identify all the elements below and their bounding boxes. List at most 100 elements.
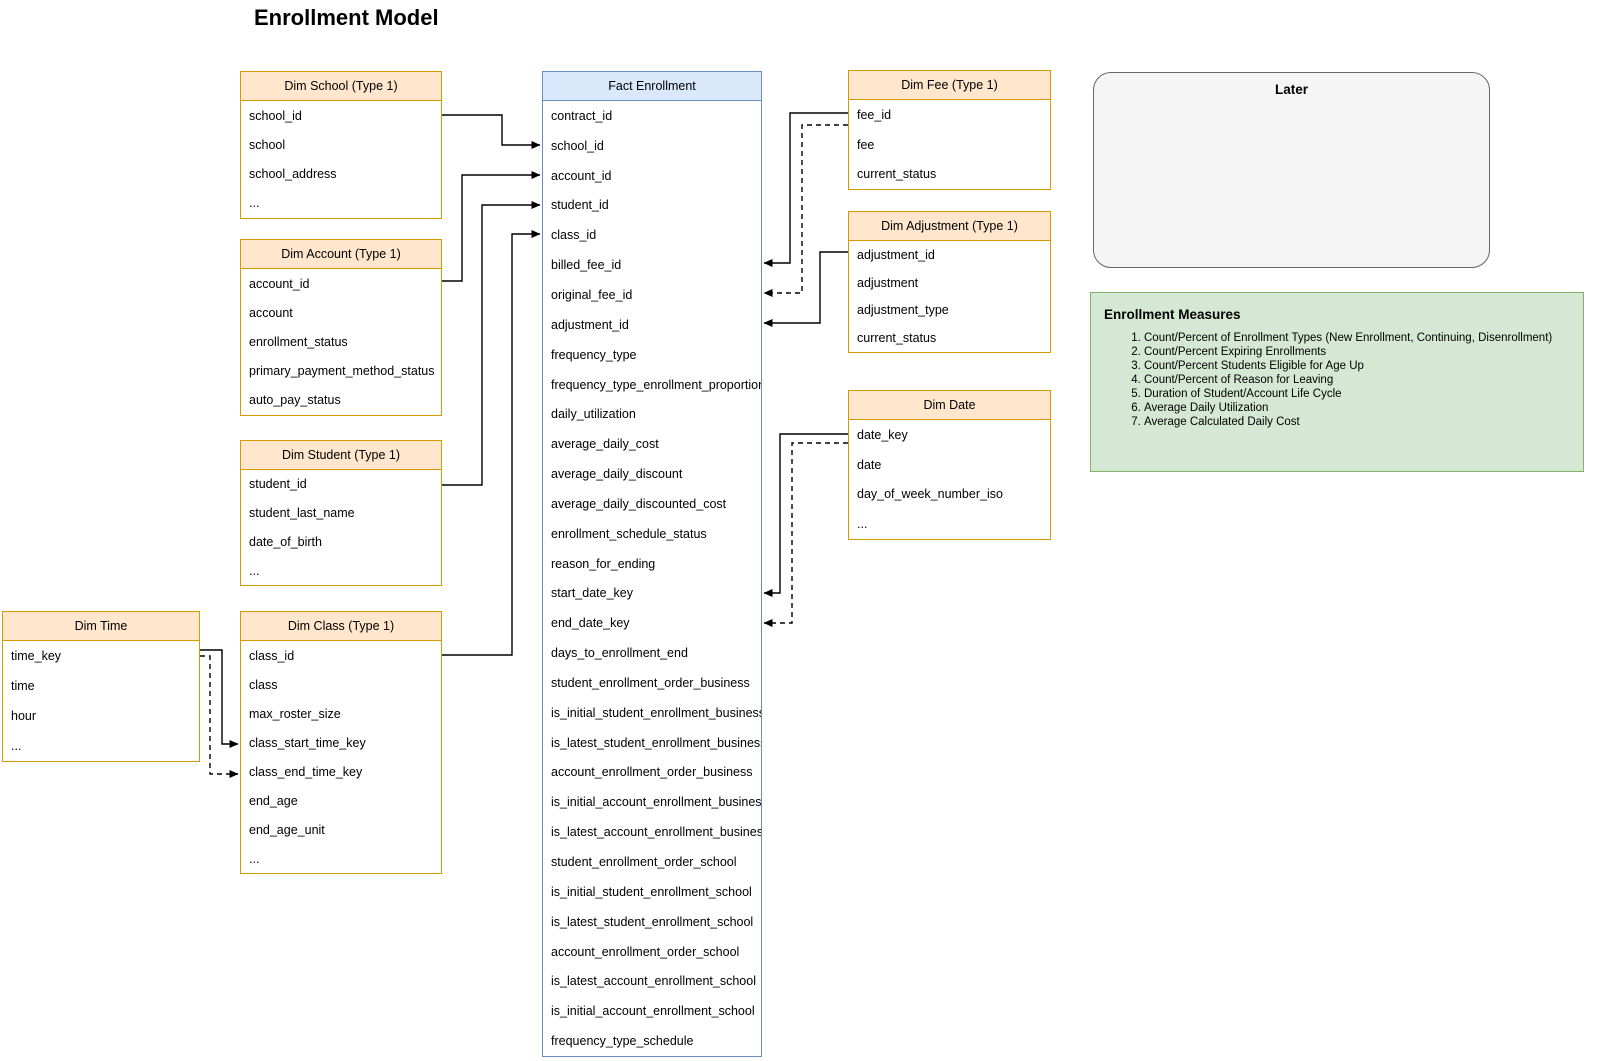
field-dim-student--: ... [249,563,260,578]
field-dim-account-account-id: account_id [249,276,310,291]
field-dim-date-date-key: date_key [857,427,908,442]
field-fact-enrollment-is-initial-account-enrollment-school: is_initial_account_enrollment_school [551,1004,755,1019]
field-fact-enrollment-is-latest-student-enrollment-business: is_latest_student_enrollment_business [551,735,761,750]
field-fact-enrollment-average-daily-cost: average_daily_cost [551,437,659,452]
field-dim-fee-fee: fee [857,137,875,152]
field-fact-enrollment-is-latest-account-enrollment-business: is_latest_account_enrollment_business [551,825,761,840]
connector-dim-student.student_id--fact-enrollment.student_id [442,201,541,486]
later-label: Later [1274,82,1308,97]
field-dim-fee-fee-id: fee_id [857,107,892,122]
measure-item-3: Count/Percent Students Eligible for Age … [1144,359,1571,373]
field-fact-enrollment-frequency-type: frequency_type [551,347,637,362]
field-fact-enrollment-student-id: student_id [551,198,609,213]
connector-dim-class.class_id--fact-enrollment.class_id [442,230,541,656]
field-dim-class-class-id: class_id [249,648,295,663]
field-fact-enrollment-average-daily-discount: average_daily_discount [551,467,683,482]
connector-dim-school.school_id--fact-enrollment.school_id [442,114,541,149]
entity-title-dim-time: Dim Time [3,612,199,641]
connector-dim-date.date_key--fact-enrollment.start_date_key [763,433,848,597]
entity-title-fact-enrollment: Fact Enrollment [543,72,761,101]
measures-title: Enrollment Measures [1104,307,1241,322]
connector-dim-fee.fee_id--fact-enrollment.original_fee_id [763,124,848,297]
field-fact-enrollment-class-id: class_id [551,228,597,243]
field-dim-school--: ... [249,196,260,211]
field-dim-student-date-of-birth: date_of_birth [249,534,322,549]
field-fact-enrollment-account-enrollment-order-school: account_enrollment_order_school [551,944,740,959]
field-dim-adjustment-adjustment: adjustment [857,275,919,290]
field-fact-enrollment-frequency-type-enrollment-proportion: frequency_type_enrollment_proportion [551,377,761,392]
field-dim-fee-current-status: current_status [857,167,937,182]
field-fact-enrollment-daily-utilization: daily_utilization [551,407,636,422]
field-dim-date--: ... [857,517,868,532]
field-dim-time--: ... [11,739,22,753]
field-dim-student-student-id: student_id [249,477,307,492]
measure-item-5: Duration of Student/Account Life Cycle [1144,387,1571,401]
field-dim-account-primary-payment-method-status: primary_payment_method_status [249,364,435,379]
field-fact-enrollment-contract-id: contract_id [551,108,613,123]
field-dim-adjustment-adjustment-id: adjustment_id [857,247,935,262]
field-dim-class-end-age-unit: end_age_unit [249,822,325,837]
field-dim-adjustment-current-status: current_status [857,331,937,346]
field-dim-school-school-address: school_address [249,167,337,182]
field-dim-account-account: account [249,305,293,320]
entity-title-dim-student: Dim Student (Type 1) [241,441,441,470]
field-dim-class-max-roster-size: max_roster_size [249,706,341,721]
field-dim-school-school: school [249,137,286,152]
entity-title-dim-date: Dim Date [849,391,1050,420]
enrollment-measures-box: Enrollment Measures Count/Percent of Enr… [1090,292,1584,472]
connector-dim-time.time_key--dim-class.class_end_time_key [200,655,239,778]
connector-dim-account.account_id--fact-enrollment.account_id [442,171,541,282]
field-dim-adjustment-adjustment-type: adjustment_type [857,303,949,318]
field-fact-enrollment-original-fee-id: original_fee_id [551,287,633,302]
field-dim-school-school-id: school_id [249,108,302,123]
measure-item-1: Count/Percent of Enrollment Types (New E… [1144,331,1571,345]
field-dim-class-class-end-time-key: class_end_time_key [249,764,363,779]
field-dim-account-auto-pay-status: auto_pay_status [249,393,341,408]
field-fact-enrollment-average-daily-discounted-cost: average_daily_discounted_cost [551,496,727,511]
entity-title-dim-school: Dim School (Type 1) [241,72,441,101]
entity-body: student_id student_last_name date_of_birth… [241,470,441,585]
measure-item-7: Average Calculated Daily Cost [1144,415,1571,429]
field-fact-enrollment-student-enrollment-order-business: student_enrollment_order_business [551,675,750,690]
field-fact-enrollment-is-latest-account-enrollment-school: is_latest_account_enrollment_school [551,974,756,989]
field-fact-enrollment-days-to-enrollment-end: days_to_enrollment_end [551,646,688,661]
field-dim-account-enrollment-status: enrollment_status [249,335,348,349]
field-dim-student-student-last-name: student_last_name [249,506,355,521]
field-dim-date-date: date [857,457,882,472]
field-fact-enrollment-frequency-type-schedule: frequency_type_schedule [551,1034,694,1049]
field-fact-enrollment-account-enrollment-order-business: account_enrollment_order_business [551,765,753,780]
field-fact-enrollment-is-initial-account-enrollment-business: is_initial_account_enrollment_business [551,795,761,810]
connector-dim-date.date_key--fact-enrollment.end_date_key [763,442,848,627]
field-dim-class-class-start-time-key: class_start_time_key [249,735,366,750]
measure-item-2: Count/Percent Expiring Enrollments [1144,345,1571,359]
field-dim-class-end-age: end_age [249,793,298,808]
field-fact-enrollment-reason-for-ending: reason_for_ending [551,556,656,571]
page-title: Enrollment Model [254,5,439,30]
field-dim-class-class: class [249,677,278,692]
field-dim-date-day-of-week-number-iso: day_of_week_number_iso [857,487,1003,502]
measure-item-4: Count/Percent of Reason for Leaving [1144,373,1571,387]
field-dim-class--: ... [249,851,260,866]
connector-dim-fee.fee_id--fact-enrollment.billed_fee_id [763,112,848,267]
field-dim-time-time-key: time_key [11,649,62,663]
entity-title-dim-fee: Dim Fee (Type 1) [849,71,1050,100]
field-dim-time-hour: hour [11,709,37,723]
entity-title-dim-adjustment: Dim Adjustment (Type 1) [849,212,1050,241]
later-placeholder-box: Later [1093,72,1490,268]
field-fact-enrollment-is-initial-student-enrollment-business: is_initial_student_enrollment_business [551,705,761,720]
field-fact-enrollment-billed-fee-id: billed_fee_id [551,258,622,273]
